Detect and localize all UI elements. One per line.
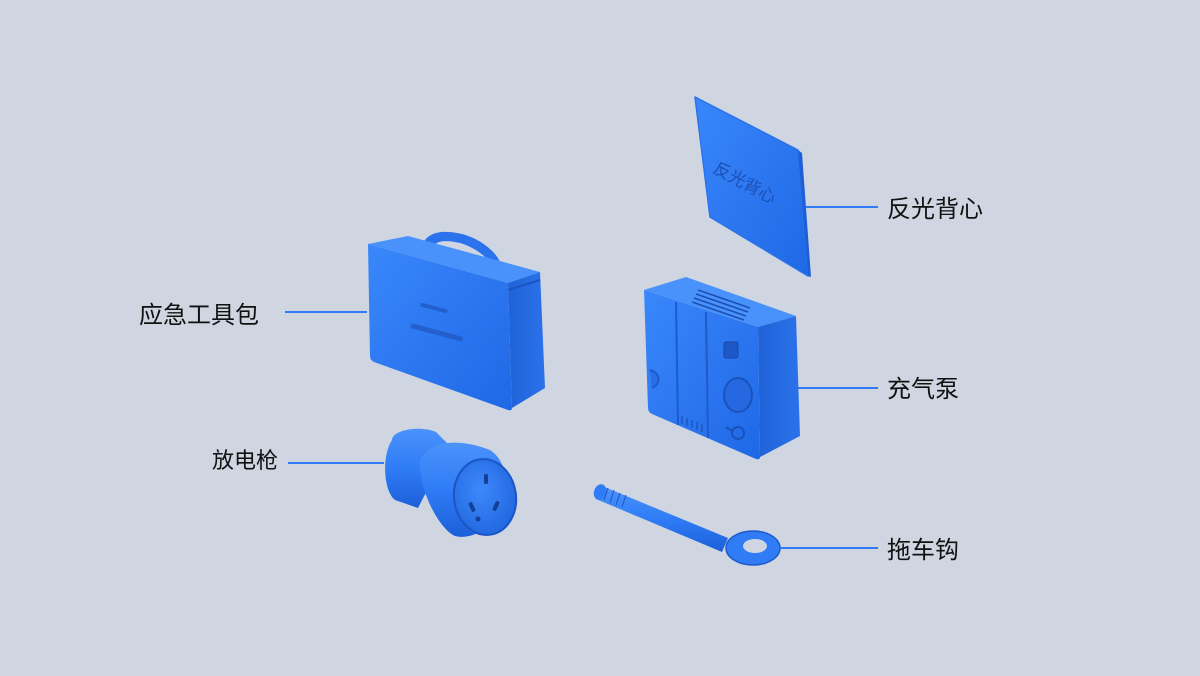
label-reflective-vest: 反光背心 [887, 195, 983, 223]
label-emergency-tool-kit: 应急工具包 [139, 301, 259, 329]
pump-vent-grille [691, 289, 751, 321]
label-air-pump: 充气泵 [887, 375, 959, 403]
tow-hook [593, 484, 781, 566]
reflective-vest: 反光背心 [694, 96, 811, 277]
label-tow-hook: 拖车钩 [887, 536, 959, 564]
leader-lines [285, 206, 878, 549]
air-pump [644, 277, 800, 460]
discharge-gun [385, 428, 518, 537]
label-discharge-gun: 放电枪 [212, 449, 279, 474]
emergency-tool-kit [368, 231, 545, 411]
